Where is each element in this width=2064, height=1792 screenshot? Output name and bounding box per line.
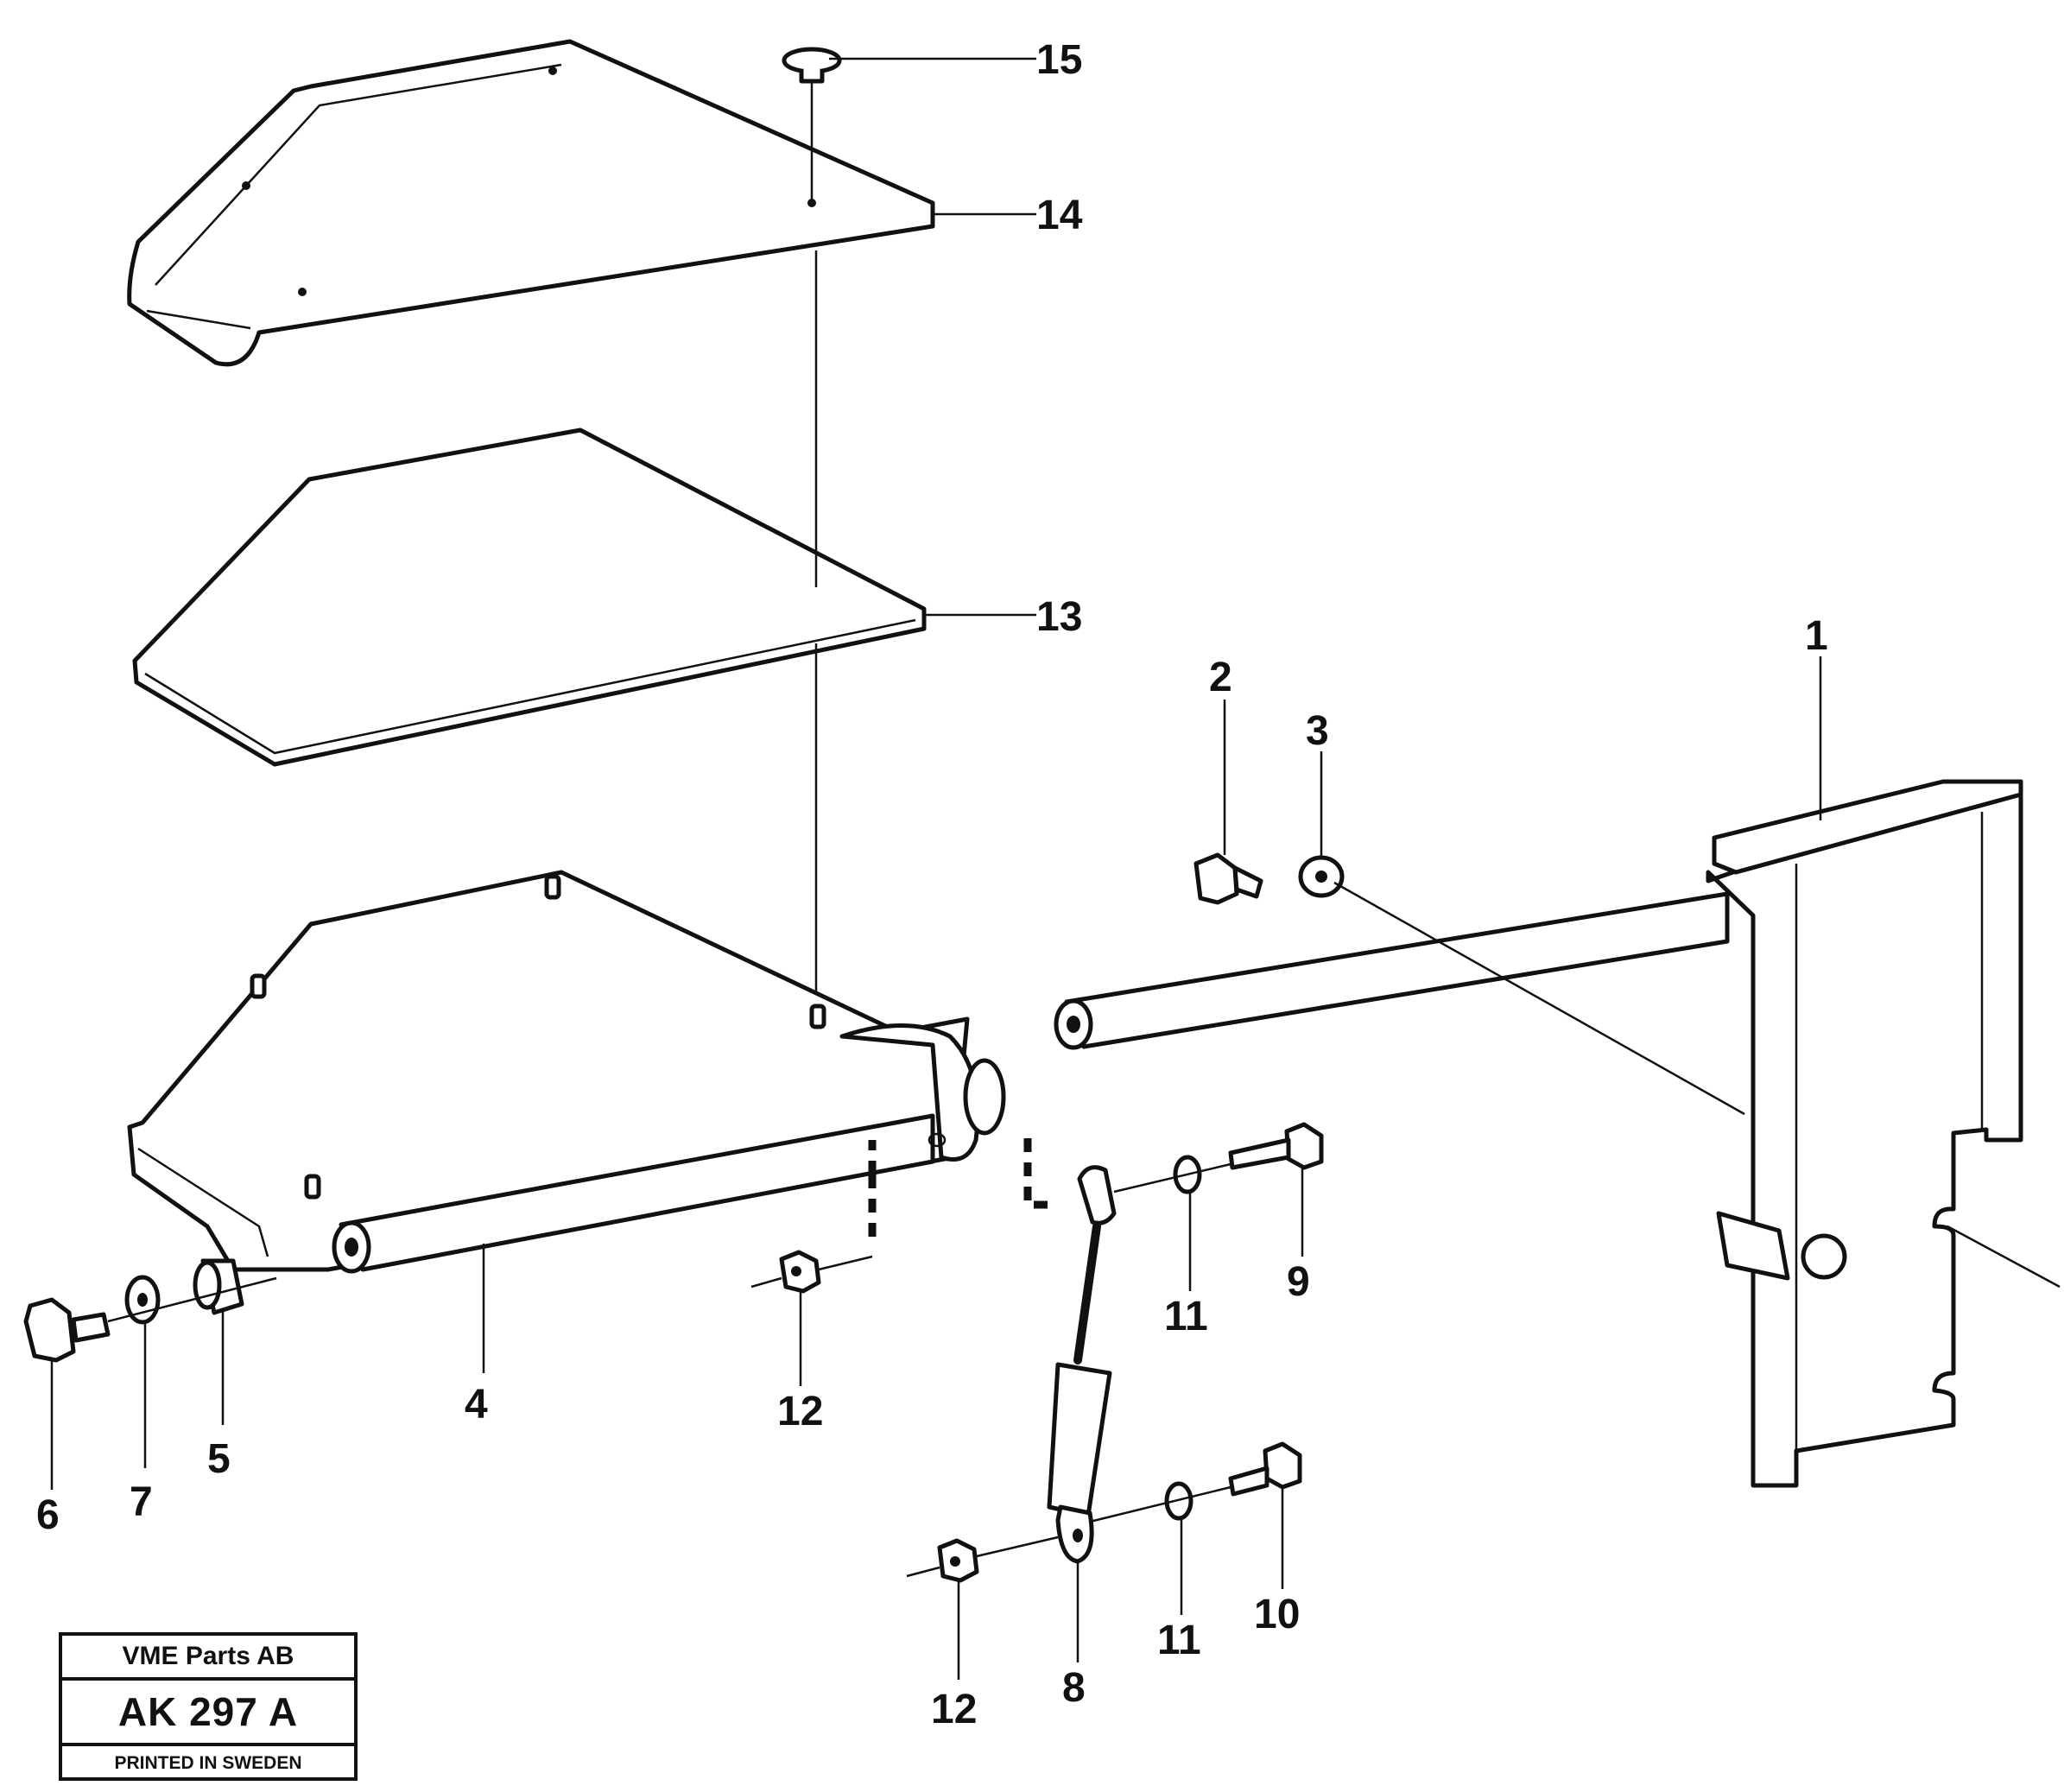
title-block-company: VME Parts AB [62, 1636, 354, 1681]
callout-6: 6 [36, 1492, 60, 1538]
part-6-bolt [23, 1297, 111, 1363]
callout-3: 3 [1306, 708, 1329, 754]
hinge-tube [1054, 891, 1730, 1050]
callout-7: 7 [130, 1479, 153, 1525]
callout-11-upper: 11 [1164, 1294, 1208, 1339]
callout-13: 13 [1036, 594, 1082, 640]
callout-10: 10 [1254, 1592, 1300, 1637]
part-1-frame [1706, 779, 2023, 1488]
callout-1: 1 [1805, 613, 1828, 659]
callout-12-upper: 12 [777, 1389, 823, 1434]
leader-lines [50, 57, 1822, 1680]
part-15-knob [782, 47, 842, 203]
part-8-gas-spring [1047, 1165, 1117, 1564]
callout-11-lower: 11 [1157, 1618, 1201, 1663]
callout-2: 2 [1209, 655, 1232, 700]
callout-8: 8 [1062, 1665, 1086, 1711]
part-3-washer [1298, 855, 1345, 898]
callout-15: 15 [1036, 37, 1082, 83]
callout-4: 4 [465, 1382, 488, 1428]
part-12-nut-lower [937, 1538, 979, 1583]
callout-14: 14 [1036, 193, 1083, 238]
callout-12-lower: 12 [931, 1687, 977, 1732]
title-block-drawing-number: AK 297 A [62, 1681, 354, 1746]
dashed-connection-right [1023, 1138, 1049, 1209]
part-10-bolt [1228, 1441, 1302, 1497]
part-12-nut-upper [779, 1250, 821, 1294]
title-block-printed: PRINTED IN SWEDEN [114, 1753, 302, 1773]
part-14-top-panel [127, 39, 935, 367]
title-block: VME Parts AB AK 297 A PRINTED IN SWEDEN [59, 1632, 358, 1781]
part-5-spacer [193, 1258, 244, 1315]
part-4-seat-base [127, 870, 1006, 1274]
part-13-middle-panel [132, 427, 927, 767]
callout-9: 9 [1287, 1259, 1310, 1305]
callout-5: 5 [207, 1436, 231, 1482]
part-2-bolt [1193, 852, 1263, 905]
part-7-washer [124, 1275, 161, 1325]
part-9-bolt [1228, 1122, 1324, 1170]
